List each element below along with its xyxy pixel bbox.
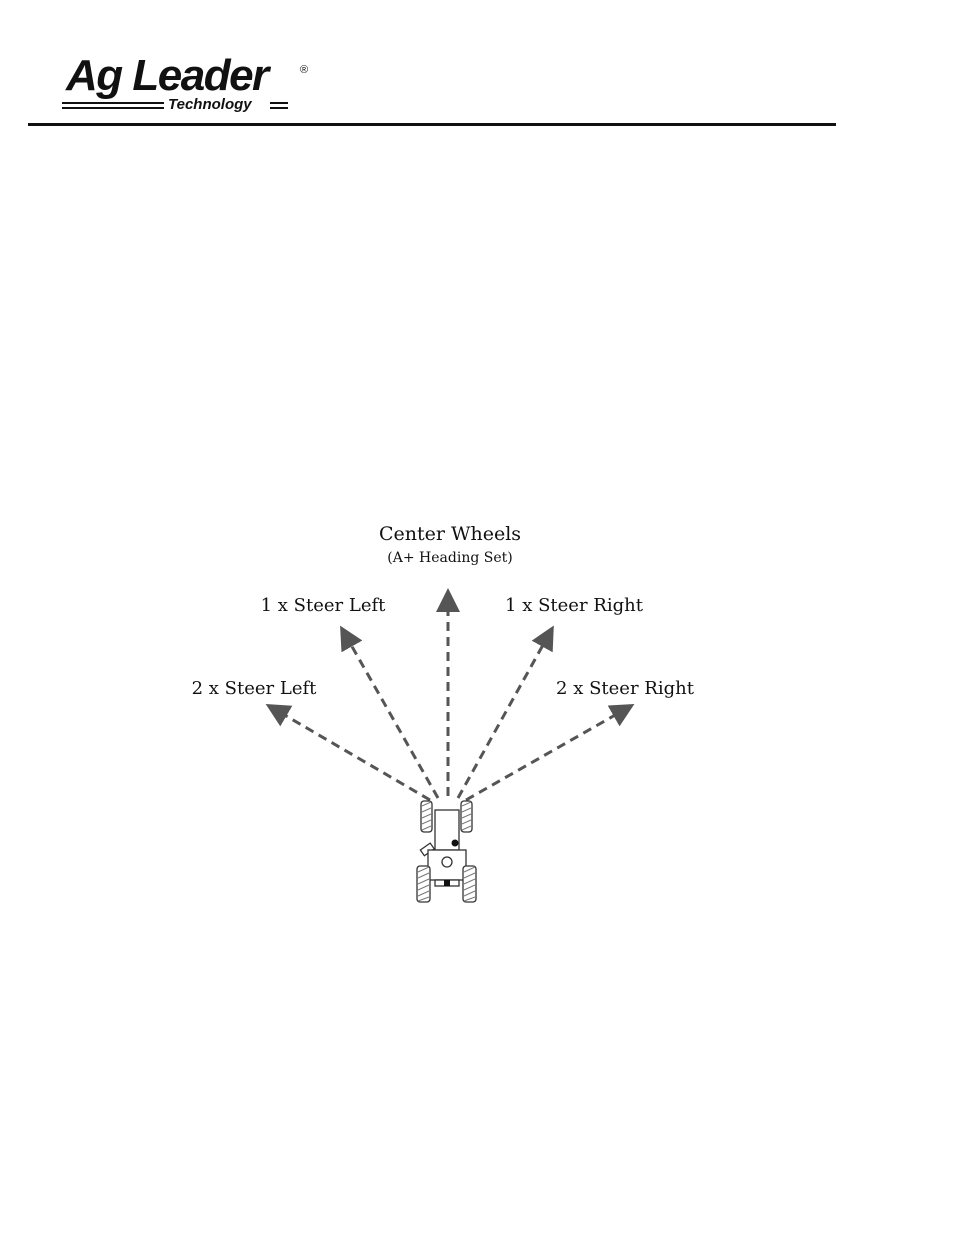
direction-arrows: [276, 600, 624, 800]
label-1x-steer-right: 1 x Steer Right: [505, 595, 644, 616]
arrow-2x-steer-right: [466, 710, 624, 800]
label-center-wheels: Center Wheels: [379, 523, 521, 545]
tractor-seat: [442, 857, 452, 867]
label-a-plus-heading-set: (A+ Heading Set): [387, 550, 512, 566]
label-1x-steer-left: 1 x Steer Left: [261, 595, 387, 616]
arrow-2x-steer-left: [276, 710, 430, 800]
arrow-1x-steer-right: [458, 636, 548, 798]
tractor-icon: [417, 801, 476, 902]
label-2x-steer-right: 2 x Steer Right: [556, 678, 695, 699]
label-2x-steer-left: 2 x Steer Left: [192, 678, 318, 699]
gps-receiver-dot: [452, 840, 459, 847]
arrow-1x-steer-left: [346, 636, 438, 798]
